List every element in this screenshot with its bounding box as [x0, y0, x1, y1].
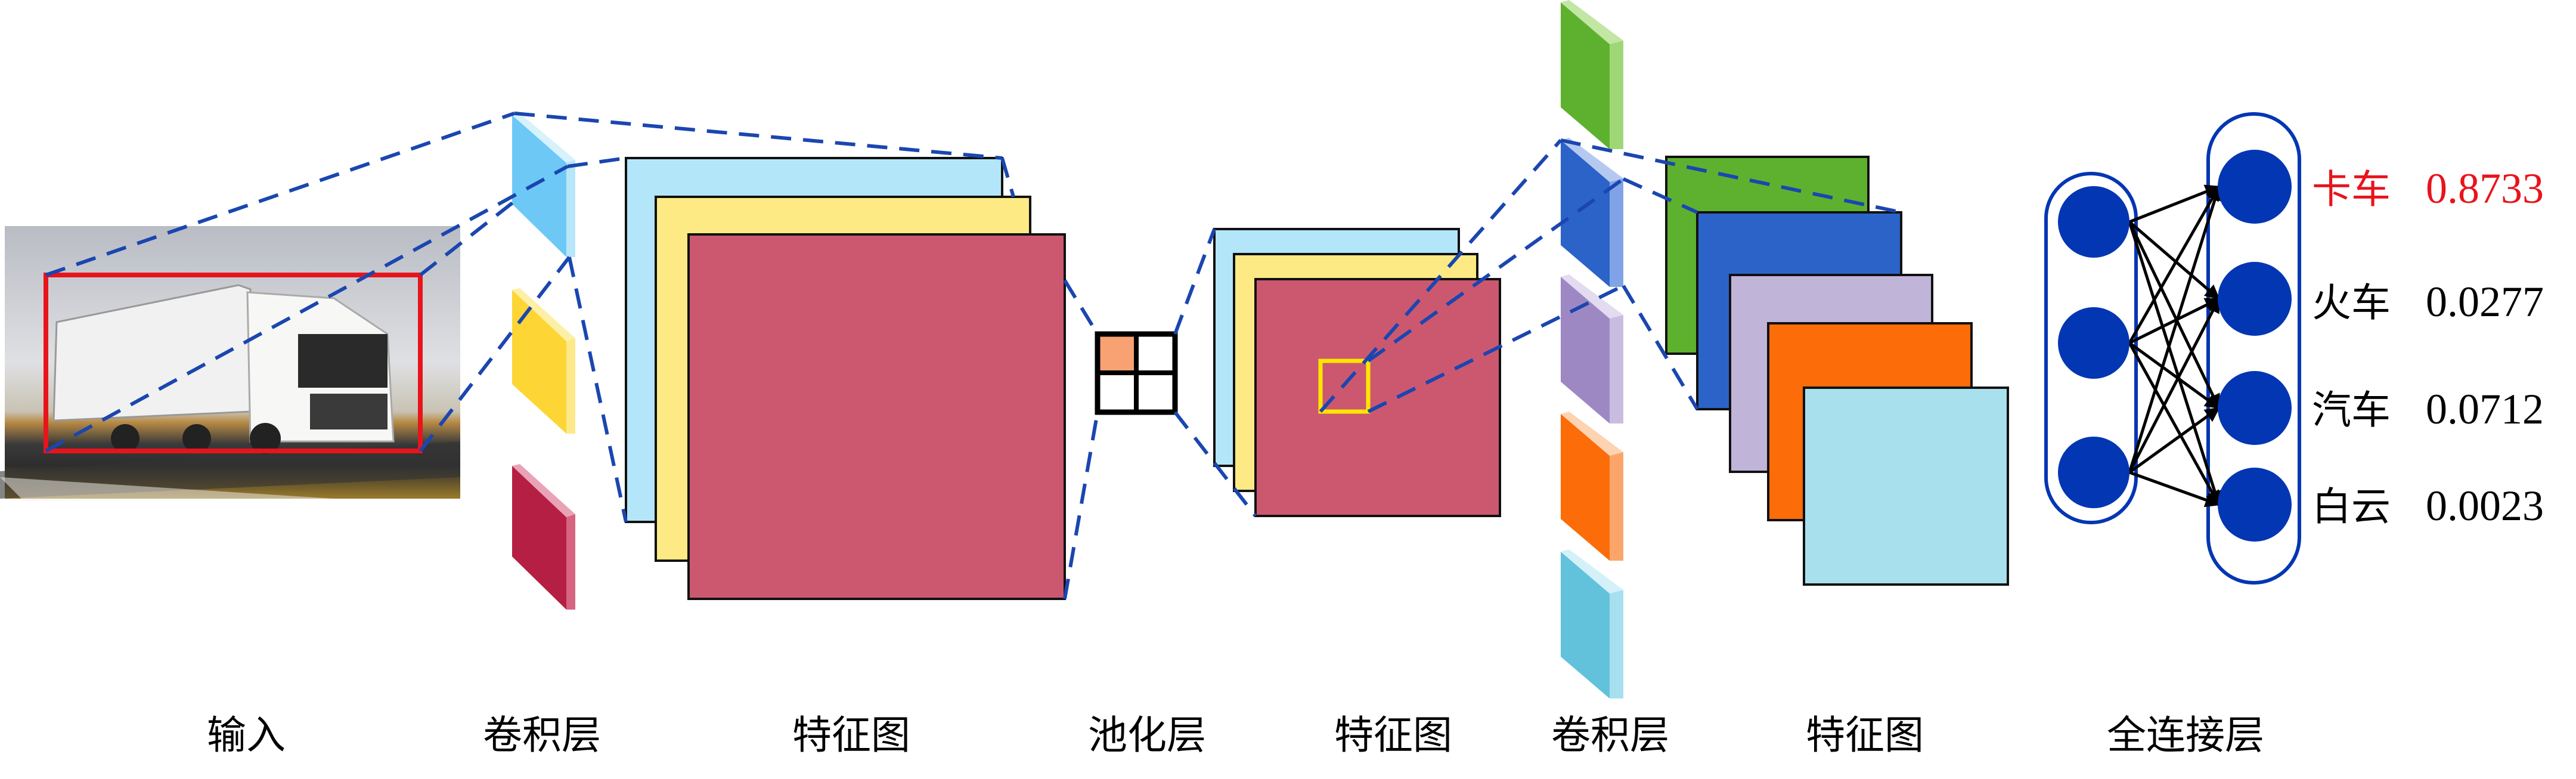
hidden-neuron: [2058, 307, 2129, 379]
conv2-kernels: [1561, 0, 1623, 698]
fc-connection-arrow: [2128, 406, 2221, 474]
output-neuron: [2218, 371, 2292, 445]
stage-label-fmap3: 特征图: [1806, 712, 1924, 758]
feature-maps-2: [1213, 228, 1501, 517]
kernel-blue: [512, 113, 575, 257]
fc-nodes: [2058, 150, 2292, 542]
stage-label-conv1: 卷积层: [483, 712, 601, 758]
stage-label-fmap2: 特征图: [1334, 712, 1452, 758]
fc-connection-arrow: [2128, 297, 2221, 345]
feature-maps-1: [625, 157, 1066, 600]
fc-connection-arrow: [2128, 297, 2221, 474]
kernel-blue: [1561, 138, 1623, 287]
stage-labels: 输入 卷积层 特征图 池化层 特征图 卷积层 特征图 全连接层: [207, 712, 2264, 758]
receptive-field-box: [1318, 358, 1371, 414]
fc-connection-arrow: [2128, 342, 2221, 506]
hidden-neuron: [2058, 437, 2129, 508]
kernel-orange: [1561, 412, 1623, 561]
output-neuron: [2218, 468, 2292, 542]
stage-label-fc: 全连接层: [2107, 712, 2264, 758]
kernel-cyan: [1561, 549, 1623, 698]
class-label: 白云: [2312, 484, 2391, 530]
class-score: 0.0277: [2426, 278, 2544, 326]
truck-graphic: [52, 284, 395, 454]
output-node-group: [2206, 112, 2301, 585]
fc-connection-arrow: [2128, 221, 2222, 506]
fc-connection-arrow: [2128, 185, 2222, 473]
fc-connection-arrow: [2128, 221, 2221, 410]
fully-connected-layer: [2044, 112, 2301, 585]
stage-label-input: 输入: [207, 712, 286, 758]
output-neuron: [2218, 150, 2292, 224]
fc-connection-arrow: [2128, 185, 2221, 344]
stage-label-fmap1: 特征图: [792, 712, 910, 758]
input-image: [0, 226, 460, 501]
class-label: 汽车: [2312, 387, 2391, 433]
feature-maps-3: [1665, 156, 2009, 586]
kernel-red: [512, 464, 575, 610]
output-neuron: [2218, 262, 2292, 336]
detection-box: [44, 273, 423, 453]
kernel-yellow: [512, 288, 575, 434]
fc-connection-arrow: [2129, 471, 2221, 508]
kernel-green: [1561, 0, 1623, 149]
class-label: 卡车: [2312, 166, 2391, 212]
fc-connection-arrow: [2128, 221, 2220, 300]
class-score: 0.8733: [2426, 165, 2544, 212]
conv1-kernels: [512, 113, 575, 610]
class-score: 0.0712: [2426, 385, 2544, 433]
kernel-lavender: [1561, 274, 1623, 423]
connection-lines: [45, 112, 1902, 599]
output-labels: 卡车 0.8733 火车 0.0277 汽车 0.0712 白云 0.0023: [2312, 165, 2544, 530]
class-score: 0.0023: [2426, 482, 2544, 530]
stage-label-conv2: 卷积层: [1551, 712, 1669, 758]
stage-label-pool: 池化层: [1088, 712, 1206, 758]
class-label: 火车: [2312, 280, 2391, 326]
pooling-grid: [1095, 331, 1178, 415]
fc-connection-arrow: [2129, 184, 2221, 224]
hidden-neuron: [2058, 186, 2129, 258]
fc-connection-arrow: [2128, 341, 2221, 410]
fc-edges: [2128, 184, 2222, 508]
